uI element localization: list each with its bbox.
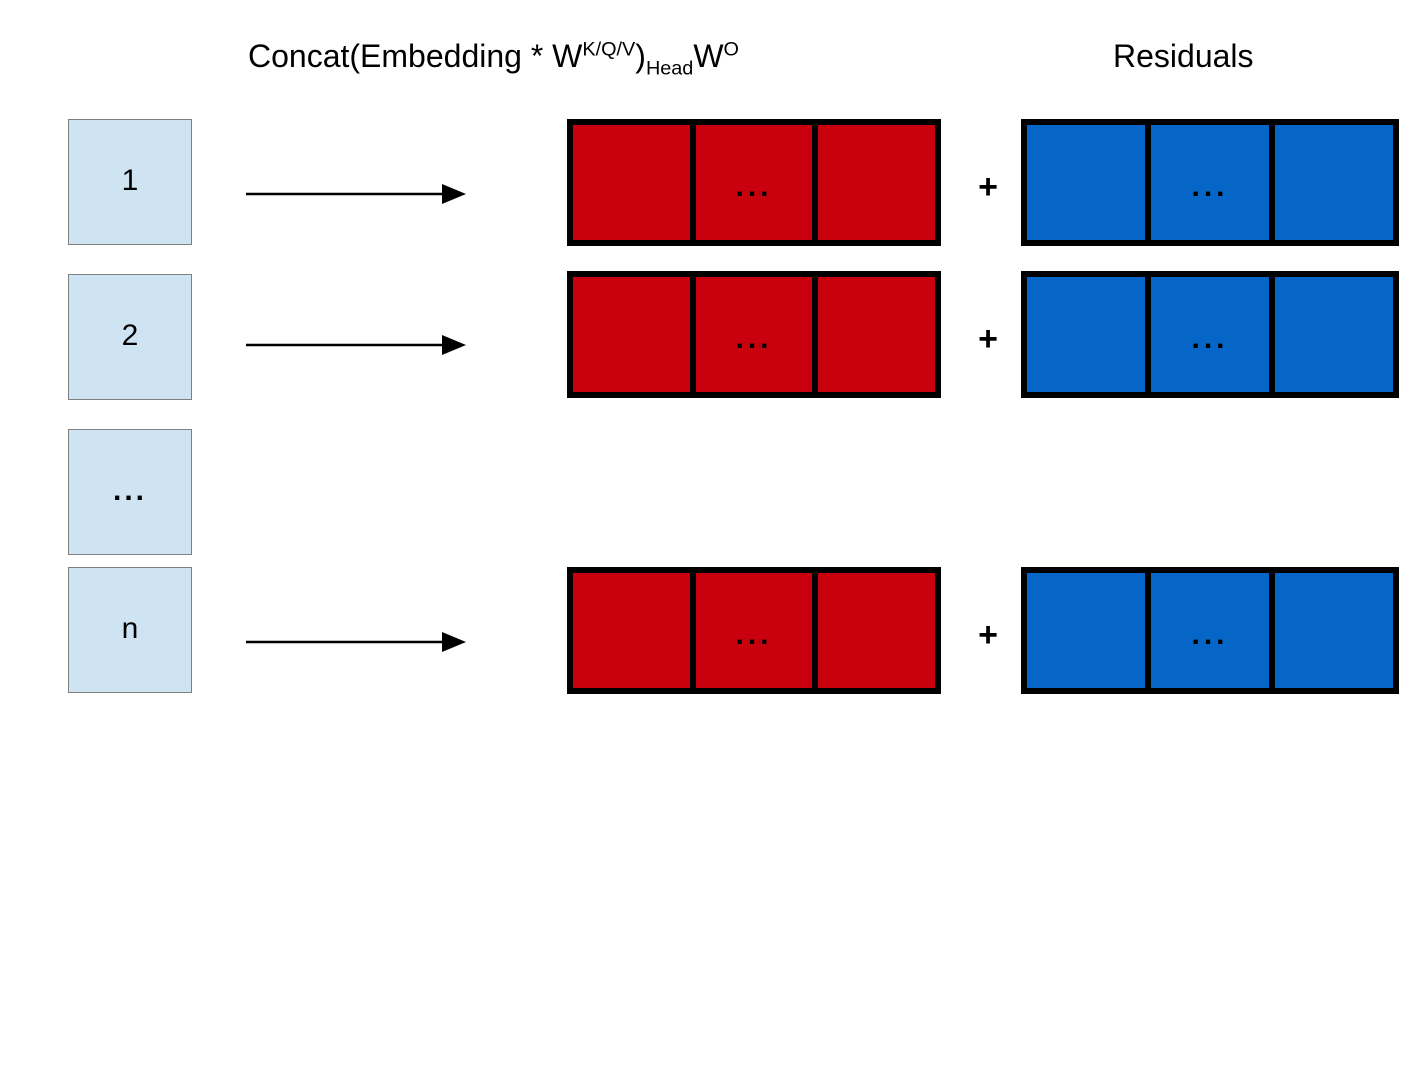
attention-output-row-1[interactable]: ...: [567, 119, 941, 246]
arrow-token-n-to-output: [246, 632, 466, 652]
residual-cell[interactable]: [1269, 277, 1393, 392]
residual-cell[interactable]: [1027, 277, 1145, 392]
token-box-2-label: 2: [121, 319, 139, 352]
arrow-token-1-to-output: [246, 184, 466, 204]
residual-cell[interactable]: [1027, 125, 1145, 240]
residual-cell[interactable]: ...: [1145, 125, 1269, 240]
residual-cell[interactable]: ...: [1145, 277, 1269, 392]
token-box-n[interactable]: n: [68, 567, 192, 693]
plus-operator-row-1: +: [978, 168, 998, 206]
attention-output-row-2[interactable]: ...: [567, 271, 941, 398]
plus-operator-row-2: +: [978, 320, 998, 358]
residual-row-1[interactable]: ...: [1021, 119, 1399, 246]
residual-cell-label: ...: [1191, 617, 1229, 651]
plus-operator-row-n: +: [978, 616, 998, 654]
arrow-token-2-to-output: [246, 335, 466, 355]
token-box-1[interactable]: 1: [68, 119, 192, 245]
attention-cell[interactable]: ...: [689, 125, 813, 240]
token-box-n-label: n: [121, 612, 139, 645]
token-box-ellipsis[interactable]: ...: [68, 429, 192, 555]
attention-output-row-n[interactable]: ...: [567, 567, 941, 694]
residual-row-n[interactable]: ...: [1021, 567, 1399, 694]
attention-cell[interactable]: [812, 573, 936, 688]
title-superscript-kqv: K/Q/V: [582, 38, 636, 61]
attention-cell-label: ...: [735, 321, 773, 355]
token-box-ellipsis-label: ...: [112, 474, 147, 507]
attention-cell[interactable]: [573, 125, 690, 240]
attention-cell[interactable]: ...: [689, 277, 813, 392]
attention-cell[interactable]: [812, 125, 936, 240]
attention-cell[interactable]: [573, 277, 690, 392]
attention-cell[interactable]: ...: [689, 573, 813, 688]
residual-cell-label: ...: [1191, 321, 1229, 355]
attention-output-title: Concat(Embedding * WK/Q/V)HeadWO: [248, 38, 739, 78]
attention-cell[interactable]: [812, 277, 936, 392]
attention-cell-label: ...: [735, 617, 773, 651]
attention-cell[interactable]: [573, 573, 690, 688]
attention-cell-label: ...: [735, 169, 773, 203]
residuals-title: Residuals: [1113, 38, 1254, 74]
residual-cell[interactable]: [1027, 573, 1145, 688]
title-superscript-o: O: [723, 38, 739, 61]
residual-cell[interactable]: [1269, 125, 1393, 240]
residual-cell[interactable]: [1269, 573, 1393, 688]
token-box-2[interactable]: 2: [68, 274, 192, 400]
residual-row-2[interactable]: ...: [1021, 271, 1399, 398]
title-segment-paren: ): [635, 38, 646, 74]
title-subscript-head: Head: [645, 57, 694, 80]
token-box-1-label: 1: [121, 164, 139, 197]
residual-cell[interactable]: ...: [1145, 573, 1269, 688]
title-segment-wo: W: [693, 38, 724, 74]
title-segment-concat: Concat(Embedding * W: [248, 38, 583, 74]
residual-cell-label: ...: [1191, 169, 1229, 203]
